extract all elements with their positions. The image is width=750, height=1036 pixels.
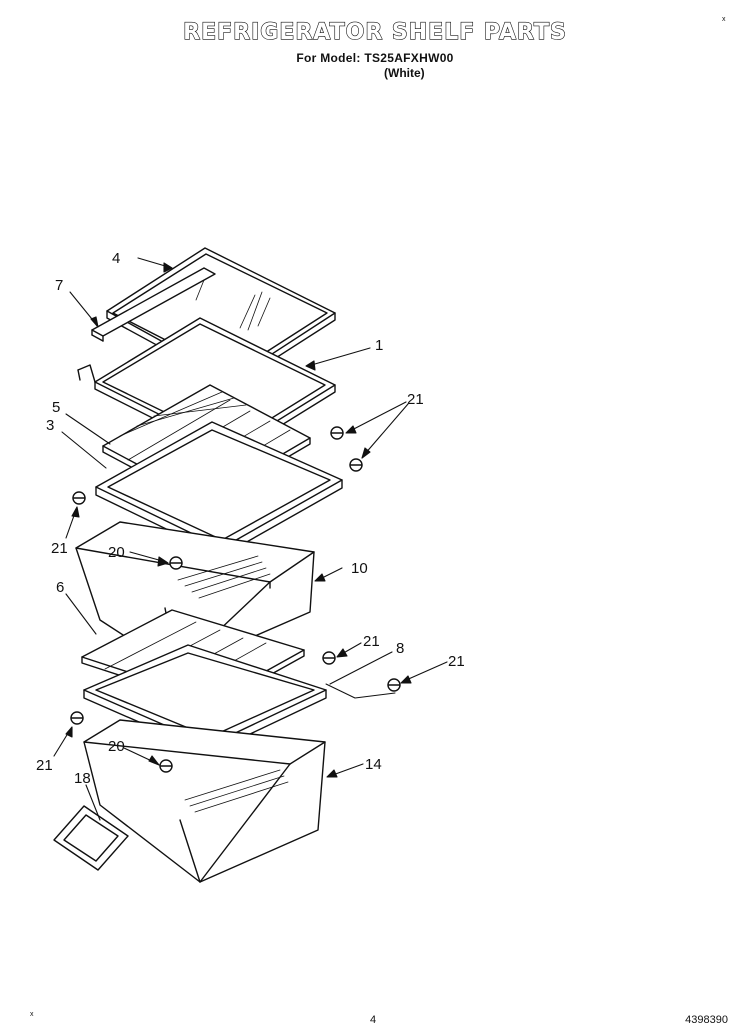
trim-strip-part-7 bbox=[91, 267, 216, 342]
crisper-drawer-part-14 bbox=[83, 719, 326, 883]
screw-part-20 bbox=[159, 556, 183, 773]
callout-21-upper-left: 21 bbox=[51, 540, 68, 557]
callout-18: 18 bbox=[74, 770, 91, 787]
callout-21-right: 21 bbox=[448, 653, 465, 670]
callout-21-lower-left: 21 bbox=[36, 757, 53, 774]
callout-6: 6 bbox=[56, 579, 64, 596]
corner-mark-bottom: x bbox=[30, 1011, 34, 1018]
screw-part-21 bbox=[70, 426, 401, 725]
callout-21-upper-right: 21 bbox=[407, 391, 424, 408]
label-card-part-18 bbox=[53, 805, 129, 871]
callout-14: 14 bbox=[365, 756, 382, 773]
callout-4: 4 bbox=[112, 250, 120, 267]
corner-mark: x bbox=[722, 16, 726, 23]
page-number: 4 bbox=[370, 1014, 377, 1026]
page-title: REFRIGERATOR SHELF PARTS bbox=[183, 19, 567, 45]
callout-21-middle: 21 bbox=[363, 633, 380, 650]
color-line: (White) bbox=[384, 66, 425, 80]
callout-3: 3 bbox=[46, 417, 54, 434]
callout-7: 7 bbox=[55, 277, 63, 294]
callout-5: 5 bbox=[52, 399, 60, 416]
document-number: 4398390 bbox=[685, 1014, 728, 1026]
model-line: For Model: TS25AFXHW00 bbox=[296, 51, 454, 65]
callout-8: 8 bbox=[396, 640, 404, 657]
callout-20-upper: 20 bbox=[108, 544, 125, 561]
callout-1: 1 bbox=[375, 337, 383, 354]
callout-10: 10 bbox=[351, 560, 368, 577]
leader-lines bbox=[53, 257, 448, 821]
callout-20-lower: 20 bbox=[108, 738, 125, 755]
callout-labels: 4 7 1 5 3 21 21 20 10 6 21 8 21 21 20 14… bbox=[36, 250, 465, 787]
